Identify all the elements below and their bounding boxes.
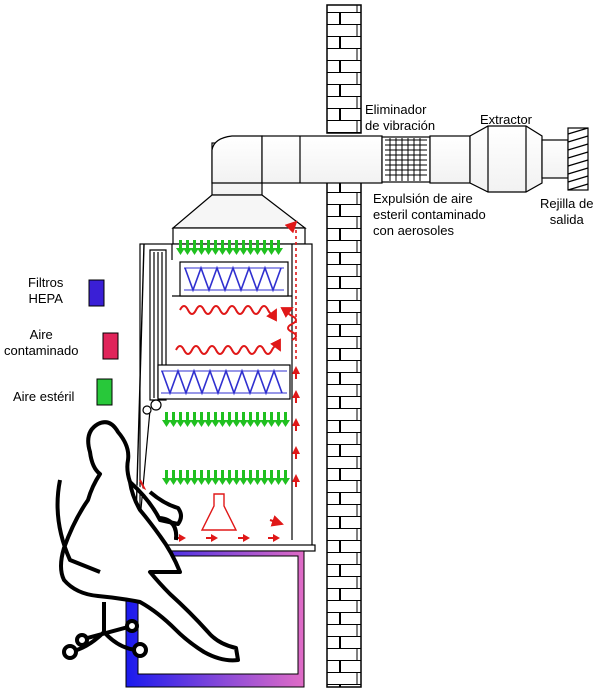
exhaust-grille	[567, 127, 589, 191]
sterile-air-arrow	[169, 412, 178, 427]
sterile-air-arrow	[225, 240, 234, 255]
brick-wall	[326, 4, 362, 688]
exhaust-grille-label: Rejilla de salida	[540, 196, 594, 227]
sterile-air-arrows	[162, 240, 290, 485]
sterile-air-arrow	[246, 412, 255, 427]
cabinet-hood	[171, 194, 307, 245]
sterile-air-arrow	[239, 240, 248, 255]
legend-sterile-label: Aire estéril	[13, 389, 75, 404]
sterile-air-arrow	[183, 240, 192, 255]
sterile-air-arrow	[211, 470, 220, 485]
hepa-filter-top	[179, 261, 289, 297]
sterile-air-arrow	[218, 470, 227, 485]
sterile-air-arrow	[253, 470, 262, 485]
sterile-air-arrow	[176, 470, 185, 485]
sterile-air-arrow	[232, 240, 241, 255]
sterile-air-arrow	[211, 412, 220, 427]
sterile-air-arrow	[260, 412, 269, 427]
legend-contaminated-label: Aire contaminado	[4, 327, 79, 358]
sterile-air-arrow	[190, 470, 199, 485]
legend-contaminated-swatch	[102, 332, 119, 360]
sterile-air-arrow	[169, 470, 178, 485]
legend-hepa-label: Filtros HEPA	[28, 275, 64, 306]
sterile-air-arrow	[183, 412, 192, 427]
extractor-label: Extractor	[480, 112, 533, 127]
exhaust-duct	[211, 125, 589, 196]
sterile-air-arrow	[267, 470, 276, 485]
sterile-air-arrow	[197, 412, 206, 427]
sterile-air-arrow	[197, 470, 206, 485]
sterile-air-arrow	[274, 240, 283, 255]
sterile-air-arrow	[218, 412, 227, 427]
sterile-air-arrow	[204, 240, 213, 255]
sterile-air-arrow	[267, 240, 276, 255]
vibration-eliminator-label: Eliminador de vibración	[365, 102, 436, 133]
sterile-air-arrow	[197, 240, 206, 255]
extractor	[469, 125, 543, 193]
sterile-air-arrow	[267, 412, 276, 427]
sterile-air-arrow	[274, 470, 283, 485]
sterile-air-arrow	[232, 470, 241, 485]
legend-sterile-swatch	[96, 378, 113, 406]
sterile-air-arrow	[162, 412, 171, 427]
flask	[200, 493, 238, 531]
sterile-air-arrow	[190, 240, 199, 255]
sterile-air-arrow	[204, 470, 213, 485]
sterile-air-arrow	[225, 412, 234, 427]
sterile-air-arrow	[246, 240, 255, 255]
sterile-air-arrow	[211, 240, 220, 255]
sterile-air-arrow	[246, 470, 255, 485]
legend-swatches	[88, 279, 119, 406]
hepa-filter-bottom	[157, 364, 291, 400]
sterile-air-arrow	[190, 412, 199, 427]
sterile-air-arrow	[225, 470, 234, 485]
legend-hepa-swatch	[88, 279, 105, 307]
sterile-air-arrow	[176, 240, 185, 255]
contaminated-air-up-arrows	[292, 366, 300, 487]
sterile-air-arrow	[183, 470, 192, 485]
sterile-air-arrow	[176, 412, 185, 427]
sterile-air-arrow	[232, 412, 241, 427]
sterile-air-arrow	[253, 240, 262, 255]
sterile-air-arrow	[204, 412, 213, 427]
sterile-air-arrow	[218, 240, 227, 255]
sterile-air-arrow	[260, 240, 269, 255]
sterile-air-arrow	[281, 412, 290, 427]
sterile-air-arrow	[239, 412, 248, 427]
seated-operator	[55, 420, 240, 663]
vibration-eliminator	[381, 136, 431, 183]
sterile-air-arrow	[281, 470, 290, 485]
sterile-air-arrow	[253, 412, 262, 427]
sterile-air-arrow	[162, 470, 171, 485]
sterile-air-arrow	[274, 412, 283, 427]
sterile-air-arrow	[260, 470, 269, 485]
exhaust-air-label: Expulsión de aire esteril contaminado co…	[373, 191, 486, 238]
sterile-air-arrow	[239, 470, 248, 485]
